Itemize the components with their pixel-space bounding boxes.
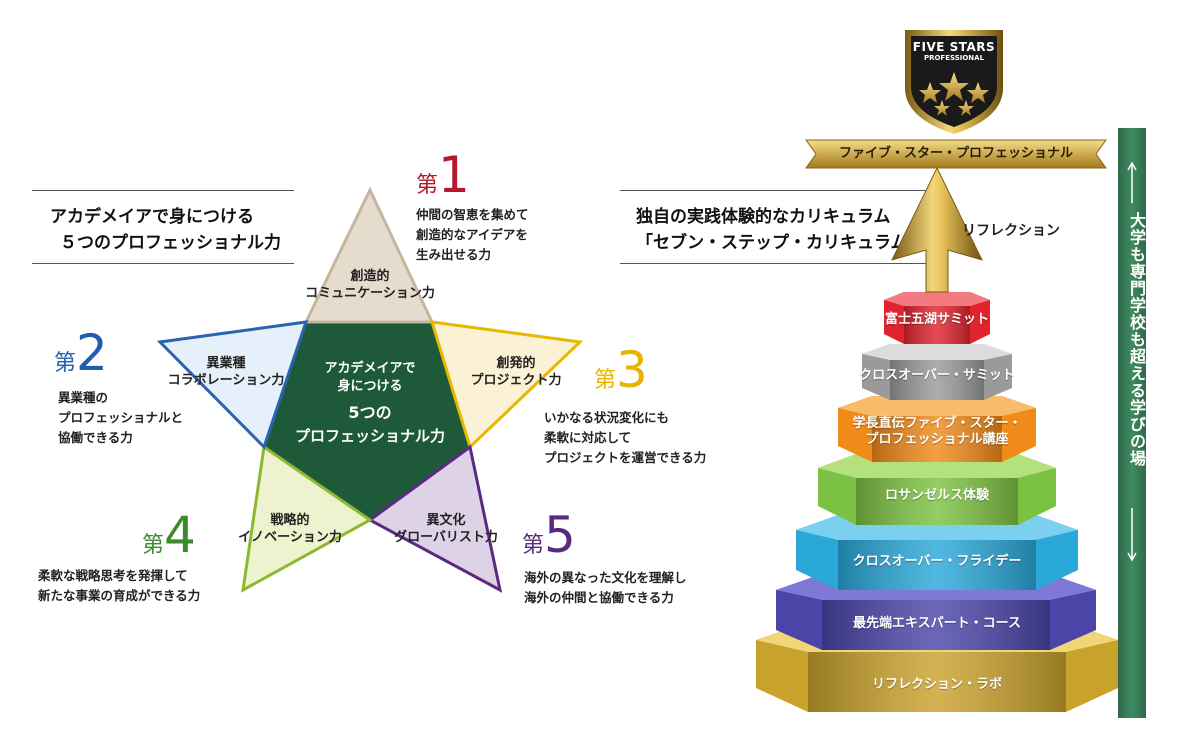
right-title: 独自の実践体験的なカリキュラム 「セブン・ステップ・カリキュラム」 xyxy=(636,204,925,256)
right-title-line2: 「セブン・ステップ・カリキュラム」 xyxy=(636,233,925,253)
point-4-triangle xyxy=(241,444,373,593)
arrow-label: リフレクション xyxy=(962,223,1060,239)
point-3-triangle xyxy=(429,320,584,450)
point-5-description: 海外の異なった文化を理解し 海外の仲間と協働できる力 xyxy=(524,570,687,605)
pentagram-diagram xyxy=(156,186,584,593)
point-3-number: 第3 xyxy=(594,341,648,399)
badge-line2: PROFESSIONAL xyxy=(923,54,985,62)
point-4-number: 第4 xyxy=(142,506,196,564)
right-title-rule-bottom xyxy=(620,263,930,264)
banner-shape xyxy=(805,139,1107,169)
point-3-label: 創発的 プロジェクト力 xyxy=(470,356,562,388)
point-5-label: 異文化 グローバリスト力 xyxy=(394,513,498,545)
tier-1-label: 富士五湖サミット xyxy=(884,312,990,327)
left-title: アカデメイアで身につける ５つのプロフェッショナル力 xyxy=(50,204,281,256)
left-title-rule-bottom xyxy=(32,263,294,264)
left-title-rule-top xyxy=(32,190,294,191)
center-label: アカデメイアで 身につける 5つの プロフェッショナル力 xyxy=(295,360,445,446)
tier-2-label: クロスオーバー・サミット xyxy=(859,368,1015,383)
banner-text: ファイブ・スター・プロフェッショナル xyxy=(838,146,1073,161)
point-1-label: 創造的 コミュニケーション力 xyxy=(305,269,435,301)
center-line4: プロフェッショナル力 xyxy=(294,427,446,445)
left-title-line1: アカデメイアで身につける xyxy=(50,207,254,227)
curriculum-pyramid xyxy=(756,30,1118,712)
point-4-description: 柔軟な戦略思考を発揮して 新たな事業の育成ができる力 xyxy=(38,568,201,603)
center-line1: アカデメイアで xyxy=(324,361,416,376)
right-title-line1: 独自の実践体験的なカリキュラム xyxy=(636,207,891,227)
point-2-triangle xyxy=(156,320,309,450)
point-3-description: いかなる状況変化にも 柔軟に対応して プロジェクトを運営できる力 xyxy=(544,410,707,465)
point-2-number: 第2 xyxy=(54,324,108,382)
tier-4-label: ロサンゼルス体験 xyxy=(884,488,990,503)
point-4-label: 戦略的 イノベーション力 xyxy=(238,513,342,545)
center-line2: 身につける xyxy=(337,379,403,394)
badge-line1: FIVE STARS xyxy=(912,40,996,54)
point-5-number: 第5 xyxy=(522,506,576,564)
tier-3-label: 学長直伝ファイブ・スター・ プロフェッショナル講座 xyxy=(852,416,1022,447)
tier-6-label: 最先端エキスパート・コース xyxy=(853,616,1021,631)
left-title-line2: ５つのプロフェッショナル力 xyxy=(60,233,281,253)
point-5-triangle xyxy=(367,444,503,593)
tier-7-label: リフレクション・ラボ xyxy=(871,677,1003,692)
side-bar-arrows xyxy=(1127,161,1137,562)
side-bar-text: 大学も専門学校も超える学びの場 xyxy=(1127,212,1146,467)
side-bar xyxy=(1118,128,1146,718)
point-1-number: 第1 xyxy=(416,146,470,204)
reflection-arrow xyxy=(891,166,983,293)
badge-text: FIVE STARS PROFESSIONAL xyxy=(905,40,1003,63)
center-pentagon xyxy=(264,322,470,520)
tier-5-label: クロスオーバー・フライデー xyxy=(852,554,1022,569)
center-line3: 5つの xyxy=(348,403,392,422)
point-1-description: 仲間の智恵を集めて 創造的なアイデアを 生み出せる力 xyxy=(416,207,529,262)
point-1-triangle xyxy=(303,186,435,324)
badge-stars xyxy=(919,72,989,116)
point-2-label: 異業種 コラボレーション力 xyxy=(167,356,285,388)
point-2-description: 異業種の プロフェッショナルと 協働できる力 xyxy=(58,390,184,445)
right-title-rule-top xyxy=(620,190,930,191)
